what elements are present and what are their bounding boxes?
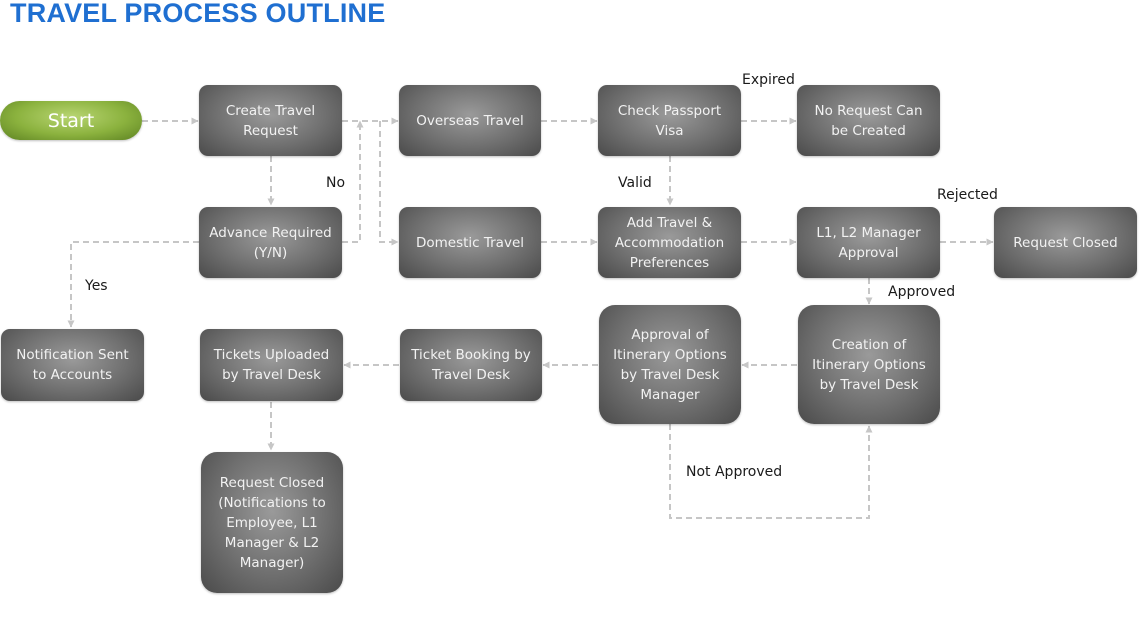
create-travel-request-label: Create Travel Request [225, 102, 316, 139]
edge-label-approved: Approved [888, 284, 956, 300]
tickets-uploaded-label: Tickets Uploaded by Travel Desk [213, 347, 330, 383]
start-node-label: Start [47, 109, 95, 132]
approval-itinerary-label: Approval of Itinerary Options by Travel … [613, 326, 727, 403]
approval-itinerary-node: Approval of Itinerary Options by Travel … [599, 305, 741, 424]
page-title: TRAVEL PROCESS OUTLINE [10, 0, 386, 28]
advance-required-node: Advance Required (Y/N) [199, 207, 342, 278]
notification-accounts-label: Notification Sent to Accounts [16, 347, 129, 383]
request-closed-rejected-node: Request Closed [994, 207, 1137, 278]
no-request-node: No Request Can be Created [797, 85, 940, 156]
manager-approval-label: L1, L2 Manager Approval [816, 224, 921, 261]
start-node: Start [0, 101, 142, 140]
edge-label-not-approved: Not Approved [686, 464, 783, 480]
ticket-booking-node: Ticket Booking by Travel Desk [400, 329, 542, 401]
connector-not-approved-loop [669, 424, 873, 519]
advance-required-label: Advance Required (Y/N) [209, 224, 332, 261]
edge-label-expired: Expired [742, 72, 795, 88]
edge-label-no: No [326, 175, 346, 191]
check-passport-visa-node: Check Passport Visa [598, 85, 741, 156]
create-travel-request-node: Create Travel Request [199, 85, 342, 156]
notification-accounts-node: Notification Sent to Accounts [1, 329, 144, 401]
ticket-booking-label: Ticket Booking by Travel Desk [411, 347, 531, 383]
request-closed-rejected-label: Request Closed [1013, 234, 1118, 251]
manager-approval-node: L1, L2 Manager Approval [797, 207, 940, 278]
overseas-travel-node: Overseas Travel [399, 85, 541, 156]
request-closed-final-node: Request Closed (Notifications to Employe… [201, 452, 343, 593]
add-preferences-label: Add Travel & Accommodation Preferences [614, 214, 725, 271]
tickets-uploaded-node: Tickets Uploaded by Travel Desk [200, 329, 343, 401]
edge-label-valid: Valid [618, 175, 652, 191]
overseas-travel-label: Overseas Travel [416, 112, 524, 129]
no-request-label: No Request Can be Created [814, 102, 923, 139]
connector-advance-yes [67, 241, 199, 328]
check-passport-visa-label: Check Passport Visa [617, 102, 722, 139]
edge-label-rejected: Rejected [937, 187, 998, 203]
creation-itinerary-node: Creation of Itinerary Options by Travel … [798, 305, 940, 424]
creation-itinerary-label: Creation of Itinerary Options by Travel … [812, 336, 926, 393]
add-preferences-node: Add Travel & Accommodation Preferences [598, 207, 741, 278]
connector-branch-to-domestic [379, 121, 399, 246]
edge-label-yes: Yes [85, 278, 108, 294]
request-closed-final-label: Request Closed (Notifications to Employe… [218, 474, 326, 571]
connector-advance-no-loop [342, 120, 364, 243]
domestic-travel-node: Domestic Travel [399, 207, 541, 278]
domestic-travel-label: Domestic Travel [415, 234, 525, 251]
